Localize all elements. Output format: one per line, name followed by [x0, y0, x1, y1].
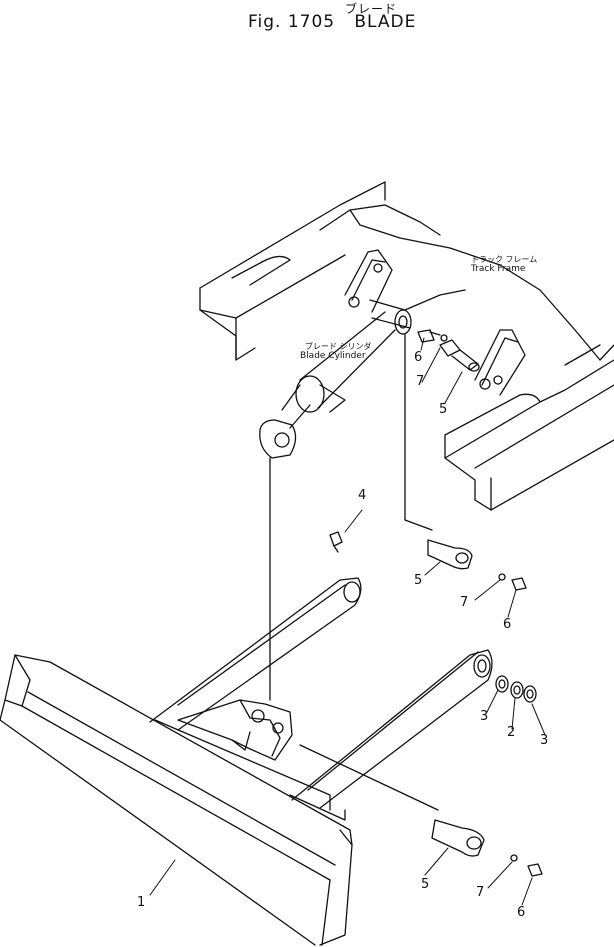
callout-leaders: [149, 337, 546, 906]
figure-title: Fig. 1705 BLADE: [248, 12, 416, 32]
track-frame-label: Track Frame: [471, 264, 526, 274]
push-arm-lower: [291, 649, 493, 809]
callout-6-middle: 6: [503, 617, 512, 632]
callout-3-left: 3: [480, 709, 489, 724]
pin-bolt-assembly-top: [417, 329, 480, 372]
callout-1: 1: [137, 895, 146, 910]
callout-6-bottom: 6: [517, 905, 526, 920]
callout-5-middle: 5: [414, 573, 423, 588]
leader-line-lower: [299, 744, 439, 811]
blade: [0, 654, 353, 946]
callout-2: 2: [507, 725, 516, 740]
blade-cylinder: [259, 289, 466, 459]
spacers-and-bushing: [495, 675, 537, 703]
callout-6-top: 6: [414, 350, 423, 365]
title-japanese: ブレード: [345, 2, 398, 16]
callout-3-right: 3: [540, 733, 549, 748]
track-frame-label-jp: トラック フレーム: [471, 255, 538, 264]
blade-cylinder-label: Blade Cylinder: [300, 351, 366, 361]
cross-member: [154, 719, 346, 821]
callout-7-bottom: 7: [476, 885, 485, 900]
cylinder-mount-bracket-right: [474, 329, 526, 396]
figure-name: BLADE: [354, 12, 417, 32]
cylinder-mount-bracket-left: [344, 249, 393, 313]
callout-5-bottom: 5: [421, 877, 430, 892]
pin-bolt-assembly-middle: [427, 539, 527, 591]
pin-bolt-assembly-bottom: [431, 819, 543, 877]
figure-number: Fig. 1705: [248, 12, 336, 32]
blade-center-bracket: [177, 699, 293, 761]
track-frame-right: [444, 289, 614, 511]
callout-7-middle: 7: [460, 595, 469, 610]
callout-5-top: 5: [439, 402, 448, 417]
track-frame-left: [199, 181, 541, 361]
callout-7-top: 7: [416, 374, 425, 389]
blade-cylinder-label-jp: ブレード シリンダ: [305, 342, 372, 351]
leader-line-pin: [404, 334, 433, 531]
push-arm-upper: [149, 577, 362, 731]
callout-4: 4: [358, 488, 367, 503]
grease-fitting: [329, 531, 343, 553]
